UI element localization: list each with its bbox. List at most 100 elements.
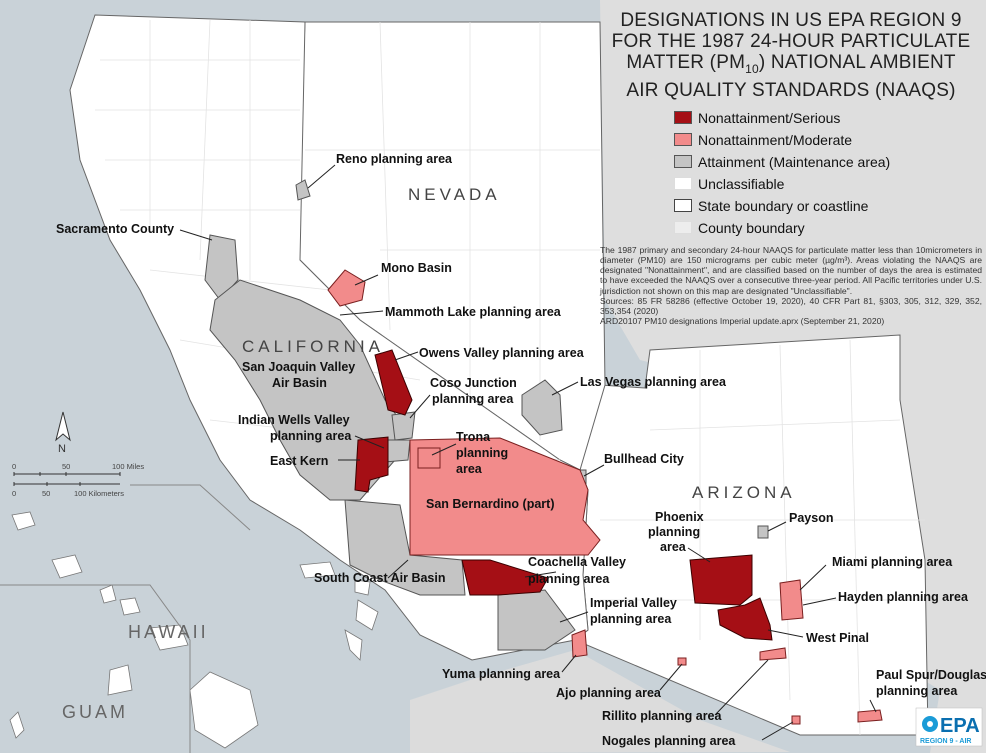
title-line-3-pre: MATTER (PM xyxy=(626,52,746,73)
sanbern-area xyxy=(409,437,601,556)
label-eastkern: East Kern xyxy=(270,454,328,468)
serious-areas xyxy=(354,349,773,641)
scale-bar: 0 50 100 Miles 0 50 100 Kilometers xyxy=(12,462,144,498)
title-line-2: FOR THE 1987 24-HOUR PARTICULATE xyxy=(611,31,971,52)
sjv-area xyxy=(209,279,401,501)
eastkern-area xyxy=(354,436,389,493)
label-phoenix-3: area xyxy=(660,540,687,554)
label-ajo: Ajo planning area xyxy=(556,686,662,700)
map-title: DESIGNATIONS IN US EPA REGION 9 FOR THE … xyxy=(600,10,982,101)
label-imperial-1: Imperial Valley xyxy=(590,596,677,610)
nevada-label: NEVADA xyxy=(408,185,501,204)
label-trona-2: planning xyxy=(456,446,508,460)
legend-description: The 1987 primary and secondary 24-hour N… xyxy=(600,245,982,327)
label-sacramento: Sacramento County xyxy=(56,222,174,236)
label-owens: Owens Valley planning area xyxy=(419,346,585,360)
lasvegas-area xyxy=(521,379,563,436)
legend-list: Nonattainment/Serious Nonattainment/Mode… xyxy=(674,107,982,239)
legend-label-state-boundary: State boundary or coastline xyxy=(698,197,869,214)
label-coachella-1: Coachella Valley xyxy=(528,555,626,569)
westpinal-area xyxy=(717,597,773,641)
mexico-land xyxy=(410,650,790,753)
legend-label-unclassifiable: Unclassifiable xyxy=(698,175,785,192)
legend-item-serious: Nonattainment/Serious xyxy=(674,107,982,129)
swatch-county-boundary xyxy=(674,221,692,235)
title-line-4: AIR QUALITY STANDARDS (NAAQS) xyxy=(626,79,956,101)
moderate-areas xyxy=(327,269,883,725)
california-label: CALIFORNIA xyxy=(242,337,384,356)
label-coachella-2: planning area xyxy=(528,572,610,586)
swatch-attainment xyxy=(674,155,692,169)
guam-label: GUAM xyxy=(62,702,128,722)
legend-label-county-boundary: County boundary xyxy=(698,219,805,236)
label-phoenix-1: Phoenix xyxy=(655,510,704,524)
legend-item-moderate: Nonattainment/Moderate xyxy=(674,129,982,151)
scale-km-50: 50 xyxy=(42,489,50,498)
arizona-label: ARIZONA xyxy=(692,483,796,502)
guam-island xyxy=(9,711,25,739)
coso-area xyxy=(391,411,416,441)
hawaii-label: HAWAII xyxy=(128,622,209,642)
label-yuma: Yuma planning area xyxy=(442,667,561,681)
nogales-area xyxy=(791,715,801,725)
label-bullhead: Bullhead City xyxy=(604,452,684,466)
maintenance-areas xyxy=(204,179,769,651)
label-paulspur-2: planning area xyxy=(876,684,958,698)
label-coso-1: Coso Junction xyxy=(430,376,517,390)
north-arrow-label: N xyxy=(58,443,66,455)
scale-miles-50: 50 xyxy=(62,462,70,471)
label-payson: Payson xyxy=(789,511,833,525)
phoenix-area xyxy=(689,554,753,606)
description-file: ARD20107 PM10 designations Imperial upda… xyxy=(600,316,885,327)
swatch-state-boundary xyxy=(674,199,692,213)
scale-km-0: 0 xyxy=(12,489,16,498)
legend-label-serious: Nonattainment/Serious xyxy=(698,109,841,126)
hawaii-islands xyxy=(11,511,259,749)
leader-lines xyxy=(179,164,877,741)
label-indian-1: Indian Wells Valley xyxy=(238,413,350,427)
mono-area xyxy=(327,269,366,307)
legend-item-county-boundary: County boundary xyxy=(674,217,982,239)
label-coso-2: planning area xyxy=(432,392,514,406)
epa-logo-name: EPA xyxy=(940,715,980,737)
ajo-area xyxy=(677,657,687,666)
title-line-3-post: ) NATIONAL AMBIENT xyxy=(758,52,956,73)
label-sjv-1: San Joaquin Valley xyxy=(242,360,355,374)
hawaii-inset-border xyxy=(130,484,251,531)
title-line-3: MATTER (PM10) NATIONAL AMBIENT xyxy=(600,52,982,80)
rillito-area xyxy=(759,647,787,661)
payson-area xyxy=(757,525,769,539)
legend-item-unclassifiable: Unclassifiable xyxy=(674,173,982,195)
scale-km-100: 100 Kilometers xyxy=(74,489,124,498)
label-rillito: Rillito planning area xyxy=(602,709,723,723)
coachella-area xyxy=(461,559,549,596)
yuma-area xyxy=(571,629,588,658)
legend-item-attainment: Attainment (Maintenance area) xyxy=(674,151,982,173)
guam-inset-border xyxy=(0,584,191,753)
owens-area xyxy=(374,349,413,416)
epa-logo: EPA REGION 9 - AIR xyxy=(915,707,983,747)
epa-logo-sub: REGION 9 - AIR xyxy=(920,738,971,745)
label-reno: Reno planning area xyxy=(336,152,453,166)
legend-item-state-boundary: State boundary or coastline xyxy=(674,195,982,217)
label-westpinal: West Pinal xyxy=(806,631,869,645)
label-nogales: Nogales planning area xyxy=(602,734,736,748)
label-miami: Miami planning area xyxy=(832,555,953,569)
label-trona-1: Trona xyxy=(456,430,491,444)
swatch-unclassifiable xyxy=(674,177,692,191)
label-lasvegas: Las Vegas planning area xyxy=(580,375,727,389)
label-mammoth: Mammoth Lake planning area xyxy=(385,305,562,319)
scale-miles-100: 100 Miles xyxy=(112,462,144,471)
legend-label-attainment: Attainment (Maintenance area) xyxy=(698,153,891,170)
legend-panel: DESIGNATIONS IN US EPA REGION 9 FOR THE … xyxy=(600,10,982,326)
label-southcoast: South Coast Air Basin xyxy=(314,571,446,585)
label-mono: Mono Basin xyxy=(381,261,452,275)
label-phoenix-2: planning xyxy=(648,525,700,539)
southcoast-area xyxy=(344,499,466,596)
label-trona-3: area xyxy=(456,462,483,476)
swatch-moderate xyxy=(674,133,692,147)
reno-area xyxy=(295,179,311,201)
label-sjv-2: Air Basin xyxy=(272,376,327,390)
legend-label-moderate: Nonattainment/Moderate xyxy=(698,131,853,148)
channel-islands xyxy=(299,561,379,661)
